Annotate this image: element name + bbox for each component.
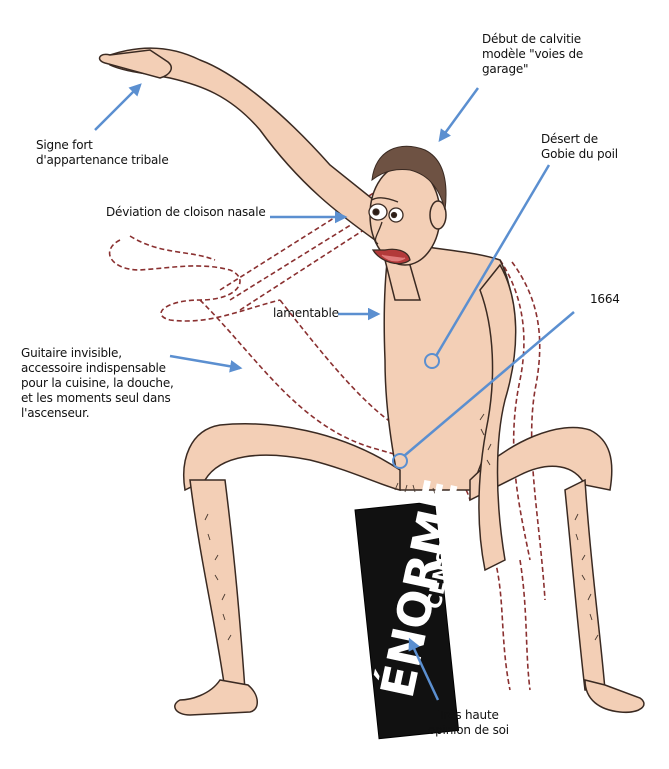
raised-arm xyxy=(109,47,397,242)
label-tribal-sign: Signe fort d'appartenance tribale xyxy=(36,138,169,167)
chest-marker xyxy=(424,353,440,369)
face-details xyxy=(368,197,411,265)
figure-body xyxy=(98,47,645,716)
censor-bar xyxy=(354,501,460,740)
label-lamentable: lamentable xyxy=(273,306,339,320)
hair xyxy=(371,145,447,211)
right-foot xyxy=(584,679,645,714)
left-thigh xyxy=(183,423,401,492)
left-foot xyxy=(174,679,258,716)
right-leg xyxy=(564,478,606,691)
label-self-esteem: Très haute opinion de soi xyxy=(428,708,509,737)
invisible-guitar xyxy=(108,169,546,691)
pointing-hand xyxy=(98,49,172,79)
label-nasal-septum: Déviation de cloison nasale xyxy=(106,205,266,219)
left-leg xyxy=(189,479,246,691)
label-invisible-guitar: Guitaire invisible, accessoire indispens… xyxy=(21,346,174,420)
ear xyxy=(429,200,447,230)
label-gobi-desert: Désert de Gobie du poil xyxy=(541,132,618,161)
belly-marker xyxy=(392,453,408,469)
annotation-arrows xyxy=(94,83,575,701)
body-hair xyxy=(204,413,599,641)
right-thigh xyxy=(469,426,613,502)
label-year: 1664 xyxy=(590,292,620,306)
label-baldness: Début de calvitie modèle "voies de garag… xyxy=(482,32,584,76)
